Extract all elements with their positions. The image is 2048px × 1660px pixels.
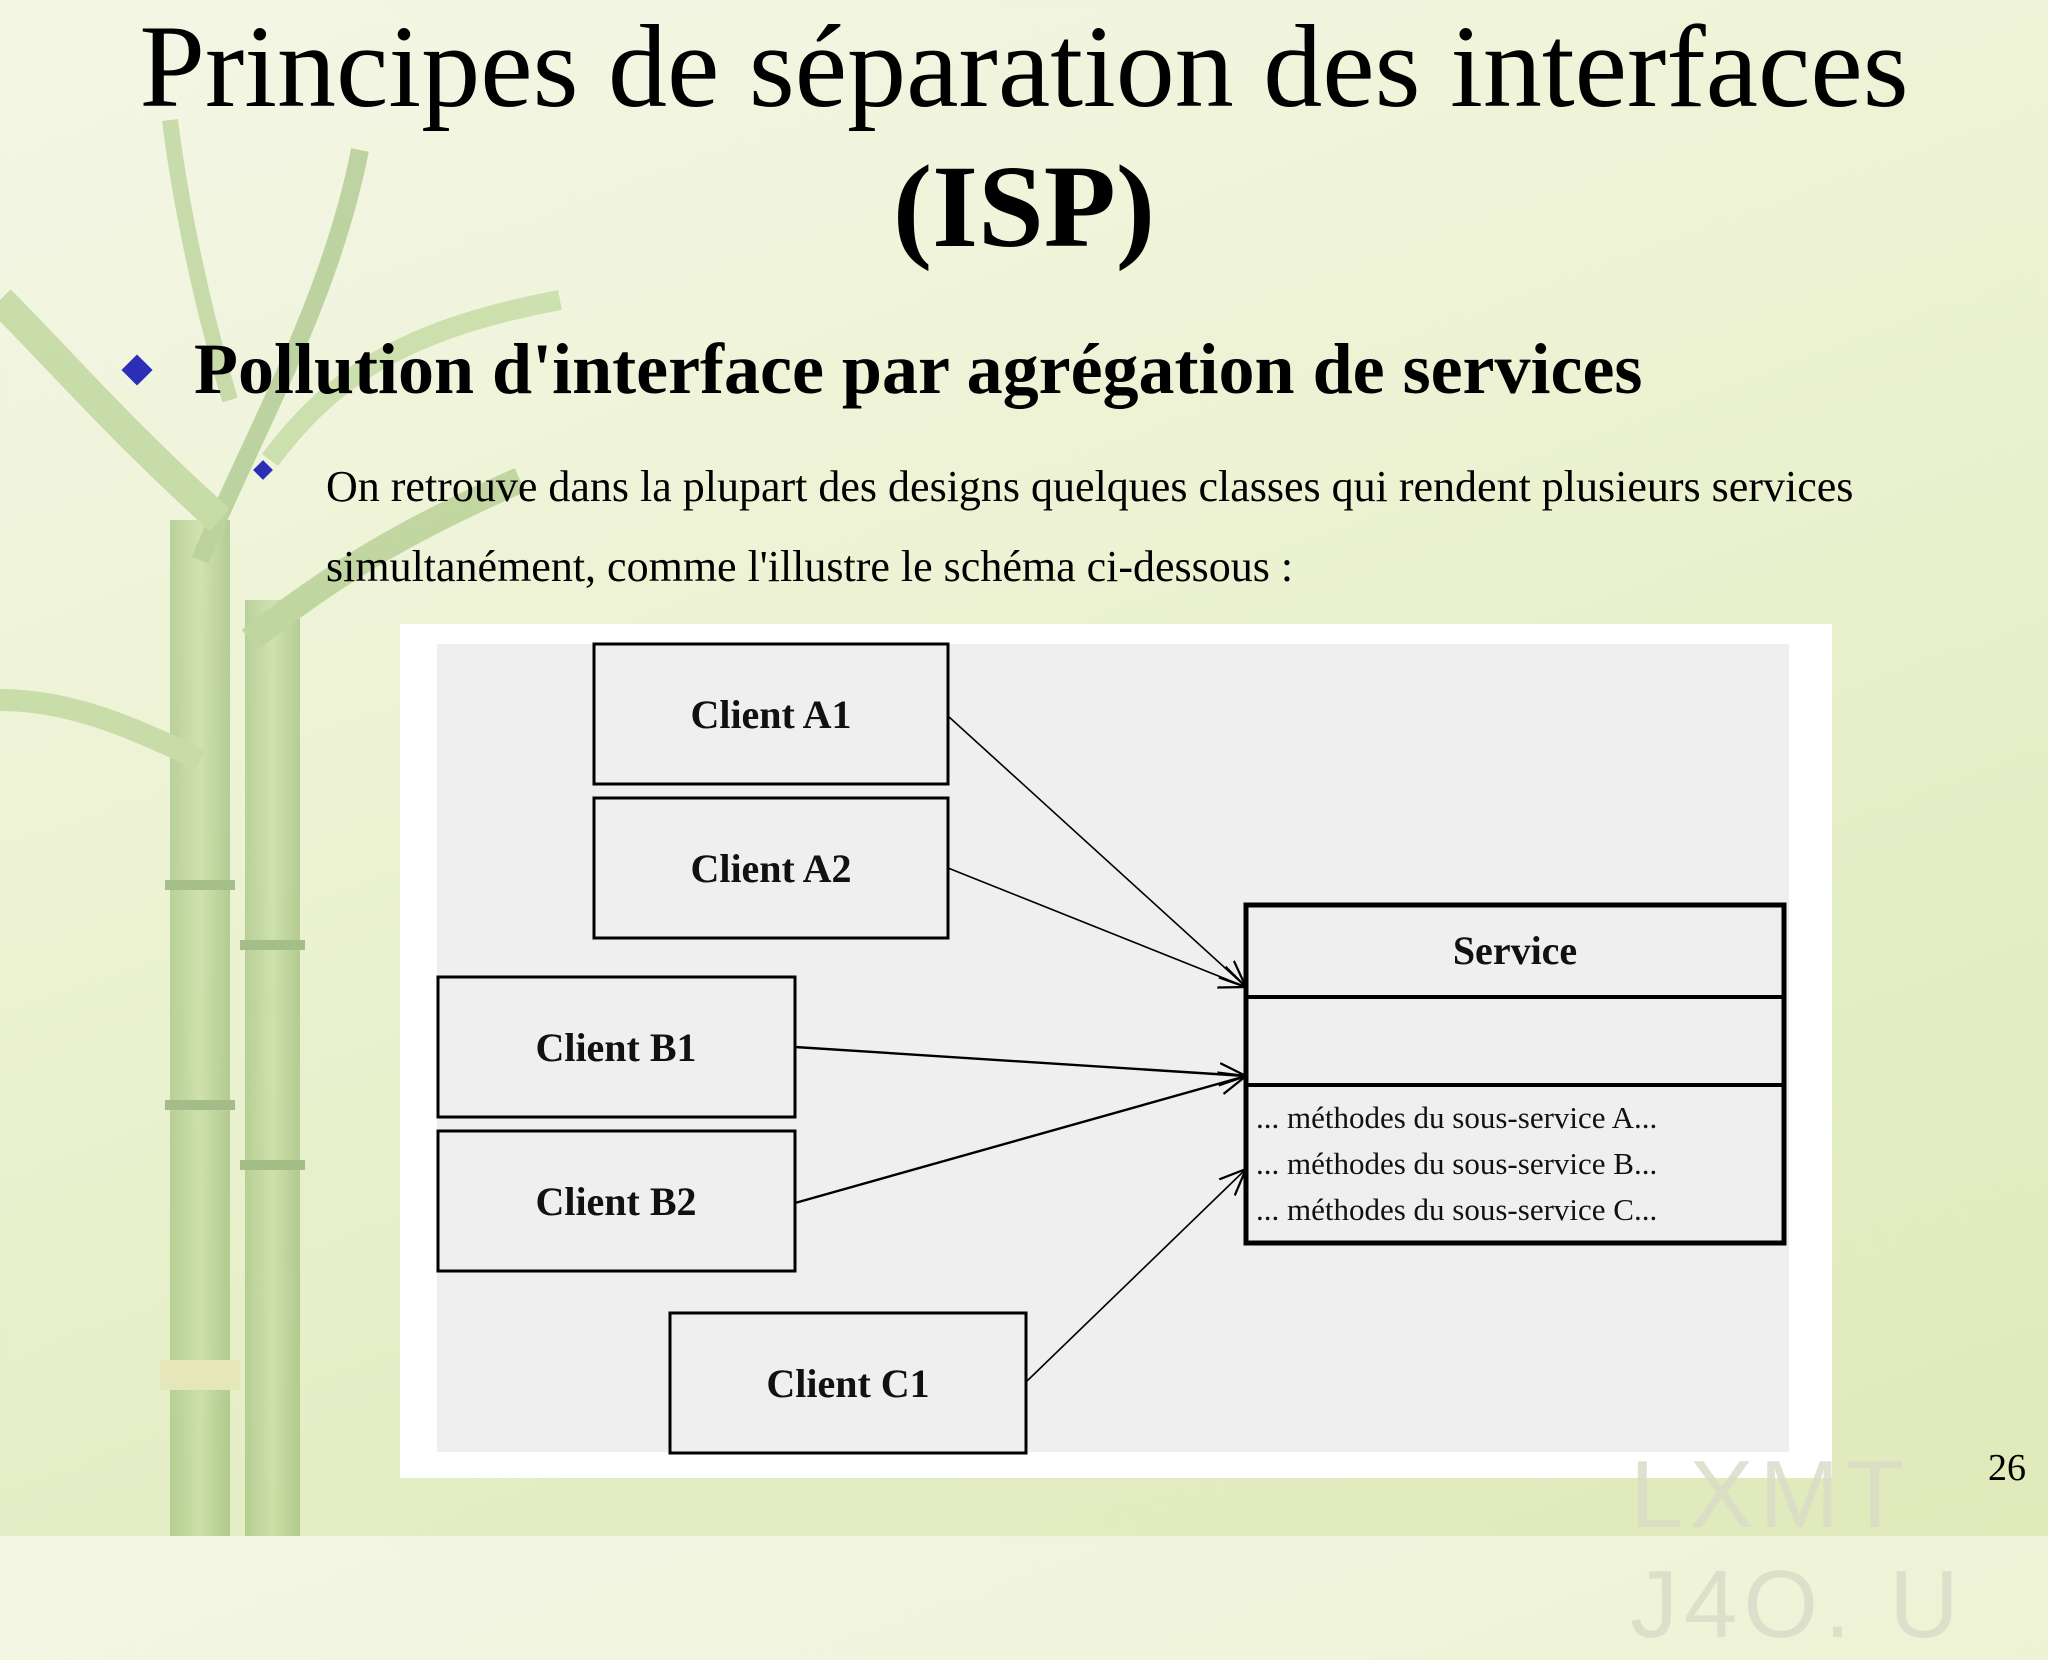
watermark: LXMT J4O. U xyxy=(1630,1441,1965,1658)
bullet-level-2: On retrouve dans la plupart des designs … xyxy=(248,447,1948,607)
edge-c1-service xyxy=(1025,1169,1246,1383)
diamond-bullet-icon xyxy=(121,353,153,386)
bullet-level-1: Pollution d'interface par agrégation de … xyxy=(118,328,1642,411)
service-method-b: ... méthodes du sous-service B... xyxy=(1256,1146,1657,1181)
service-name: Service xyxy=(1453,928,1577,973)
service-class-box: Service ... méthodes du sous-service A..… xyxy=(1243,902,1787,1246)
client-box-a2: Client A2 xyxy=(592,796,950,940)
client-box-c1: Client C1 xyxy=(668,1311,1028,1455)
edge-a2-service xyxy=(947,867,1246,987)
slide-title: Principes de séparation des interfaces (… xyxy=(0,0,2048,266)
client-box-b2: Client B2 xyxy=(436,1129,797,1273)
edge-a1-service xyxy=(947,715,1246,987)
service-method-a: ... méthodes du sous-service A... xyxy=(1256,1100,1657,1135)
title-line-2: (ISP) xyxy=(892,141,1156,272)
client-label: Client C1 xyxy=(766,1361,929,1406)
class-diagram: Client A1 Client A2 Client B1 Client B2 … xyxy=(436,642,1789,1455)
diamond-bullet-icon xyxy=(253,460,273,480)
diagram-figure: Client A1 Client A2 Client B1 Client B2 … xyxy=(400,624,1832,1478)
edge-b1-service xyxy=(794,1045,1246,1076)
bullet-level-1-text: Pollution d'interface par agrégation de … xyxy=(194,329,1643,409)
service-method-c: ... méthodes du sous-service C... xyxy=(1256,1192,1657,1227)
bamboo-background xyxy=(0,119,562,1536)
edge-b2-service xyxy=(794,1076,1246,1205)
client-label: Client A1 xyxy=(690,692,851,737)
client-label: Client B2 xyxy=(535,1179,696,1224)
title-line-1: Principes de séparation des interfaces xyxy=(139,1,1909,132)
client-box-b1: Client B1 xyxy=(436,975,797,1119)
client-label: Client B1 xyxy=(535,1025,696,1070)
client-label: Client A2 xyxy=(690,846,851,891)
bullet-level-2-text: On retrouve dans la plupart des designs … xyxy=(326,462,1854,591)
page-number: 26 xyxy=(1988,1447,2026,1489)
client-box-a1: Client A1 xyxy=(592,642,950,786)
